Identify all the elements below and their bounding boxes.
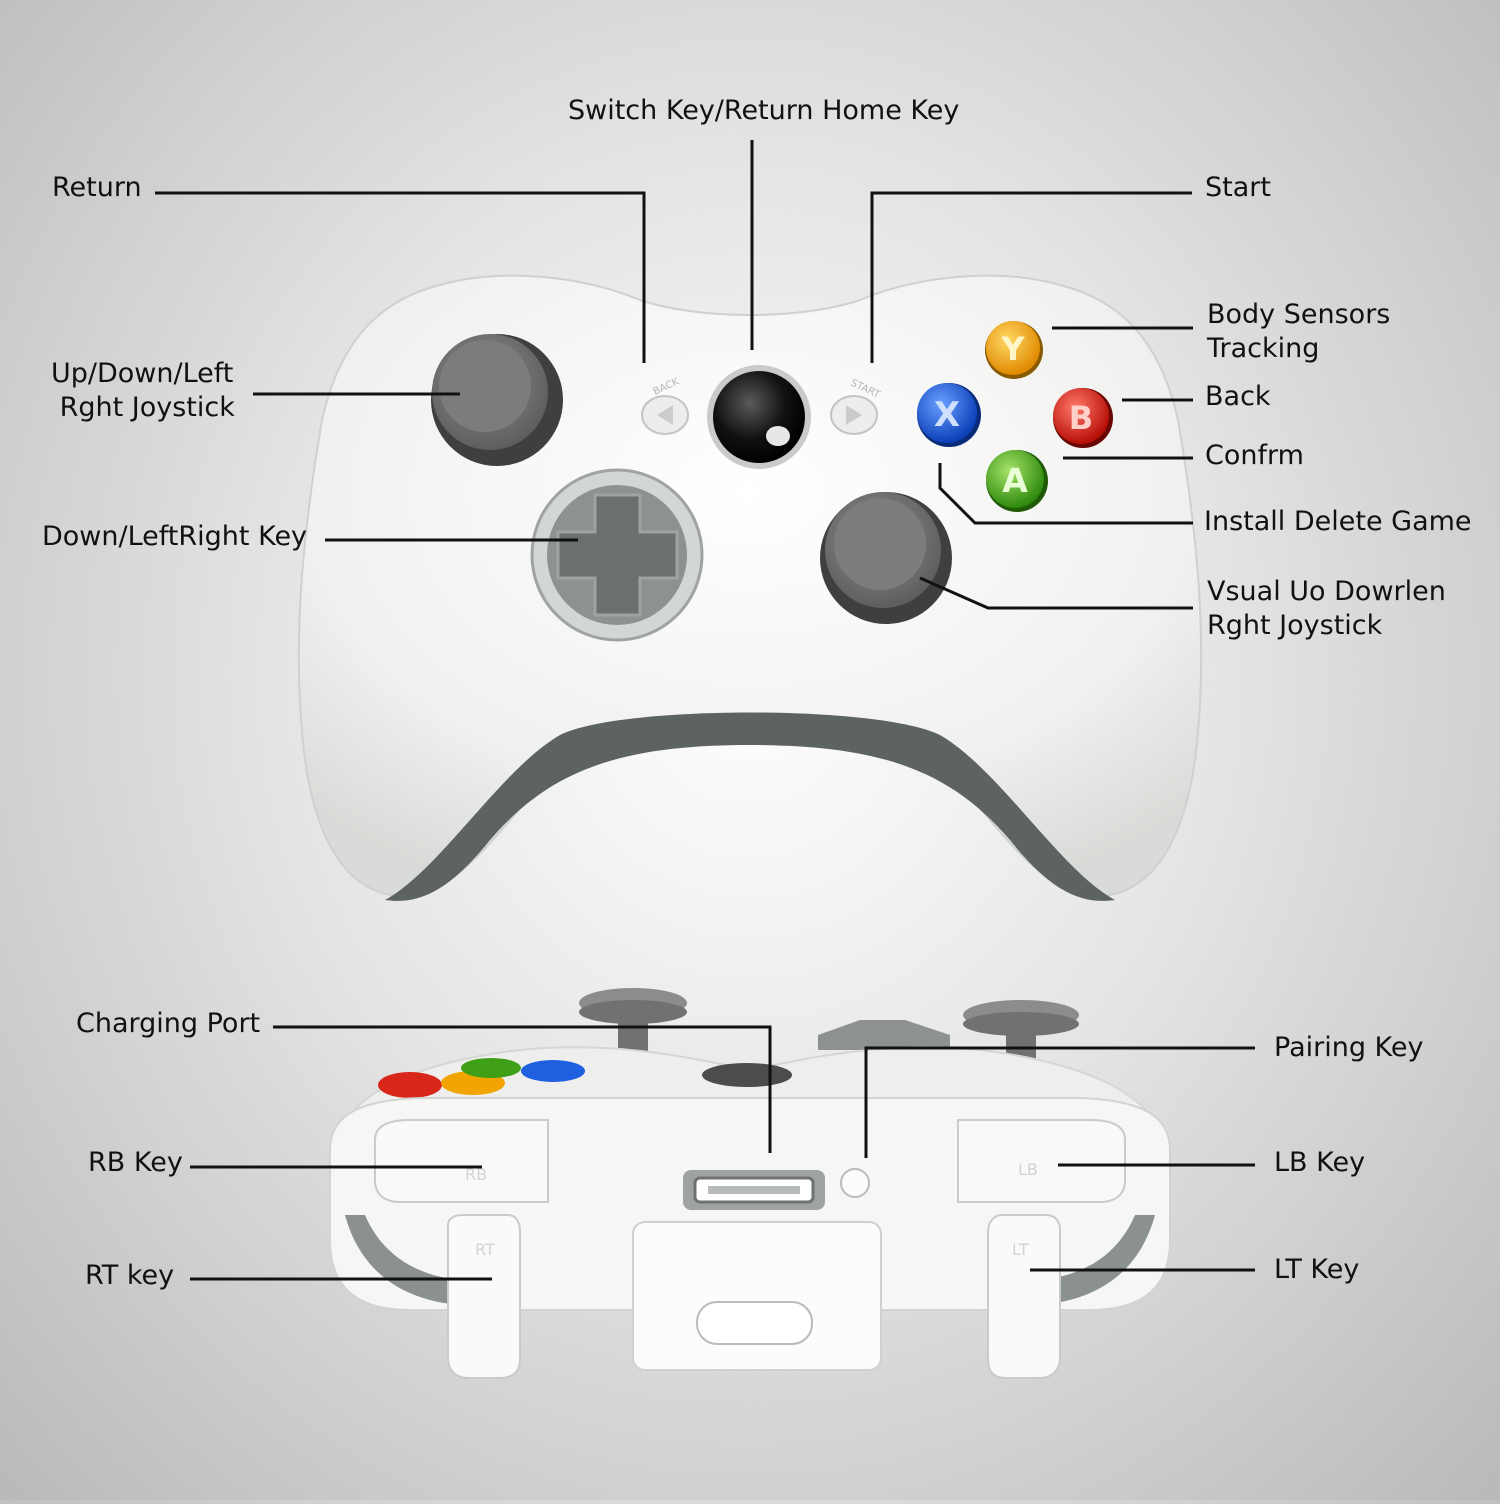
front-left-stick xyxy=(579,988,687,1060)
rb-bumper[interactable]: RB xyxy=(374,1119,549,1203)
a-button[interactable]: A xyxy=(986,450,1048,512)
y-button[interactable]: Y xyxy=(985,321,1043,379)
label-pairing-key: Pairing Key xyxy=(1274,1032,1424,1063)
front-x-button xyxy=(521,1060,585,1082)
left-joystick[interactable] xyxy=(431,334,563,466)
leader-start xyxy=(870,191,1192,363)
rt-small-text: RT xyxy=(475,1240,495,1259)
guide-button[interactable] xyxy=(707,365,811,469)
label-back: Back xyxy=(1205,381,1271,412)
leader-pairing-key xyxy=(864,1046,1255,1158)
label-body-sensors: Body Sensors Tracking xyxy=(1207,299,1391,364)
leader-install-delete xyxy=(938,463,1193,525)
label-switch-home: Switch Key/Return Home Key xyxy=(568,95,960,126)
pairing-key[interactable] xyxy=(840,1168,870,1198)
front-b-button xyxy=(378,1072,442,1098)
lt-small-text: LT xyxy=(1012,1240,1029,1259)
controller-top-view: BACK START Y X xyxy=(297,274,1203,901)
label-install-delete: Install Delete Game xyxy=(1204,506,1472,537)
start-button[interactable]: START xyxy=(830,378,882,435)
rt-trigger[interactable]: RT xyxy=(447,1214,521,1379)
grip-strip xyxy=(385,712,1115,901)
y-letter: Y xyxy=(1000,330,1025,368)
x-button[interactable]: X xyxy=(917,383,981,447)
front-guide-button xyxy=(702,1063,792,1087)
label-dpad: Down/LeftRight Key xyxy=(42,521,308,552)
front-right-grip xyxy=(1040,1215,1155,1305)
lb-bumper[interactable]: LB xyxy=(957,1119,1126,1203)
b-letter: B xyxy=(1069,399,1093,437)
controller-front-view: RB LB RT xyxy=(329,988,1171,1379)
charging-port[interactable] xyxy=(683,1170,825,1210)
right-joystick[interactable] xyxy=(820,492,952,624)
x-letter: X xyxy=(934,395,960,435)
label-lt-key: LT Key xyxy=(1274,1254,1360,1285)
leader-charging-port xyxy=(273,1025,772,1153)
rb-small-text: RB xyxy=(465,1165,487,1184)
label-left-joystick: Up/Down/Left Rght Joystick xyxy=(51,358,235,423)
leader-right-joystick xyxy=(919,576,1193,610)
label-confirm: Confrm xyxy=(1205,440,1304,471)
label-rt-key: RT key xyxy=(85,1260,175,1291)
b-button[interactable]: B xyxy=(1053,388,1113,448)
front-a-button xyxy=(461,1058,521,1078)
lb-small-text: LB xyxy=(1018,1160,1038,1179)
label-start: Start xyxy=(1205,172,1271,203)
leader-return xyxy=(155,191,646,363)
lt-trigger[interactable]: LT xyxy=(987,1214,1061,1379)
leader-lines xyxy=(155,140,1255,1281)
front-dpad xyxy=(818,1020,950,1050)
front-left-grip xyxy=(345,1215,460,1305)
label-return: Return xyxy=(52,172,142,203)
label-charging-port: Charging Port xyxy=(76,1008,261,1039)
label-rb-key: RB Key xyxy=(88,1147,183,1178)
label-right-joystick: Vsual Uo Dowrlen Rght Joystick xyxy=(1207,576,1446,641)
battery-pack xyxy=(632,1221,882,1371)
a-letter: A xyxy=(1002,461,1028,500)
label-lb-key: LB Key xyxy=(1274,1147,1366,1178)
dpad[interactable] xyxy=(530,468,704,642)
